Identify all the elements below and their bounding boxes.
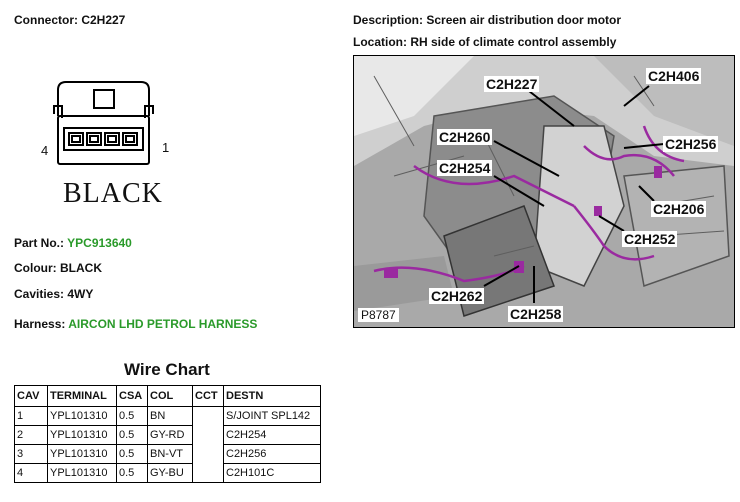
table-row: 1 YPL101310 0.5 BN S/JOINT SPL142 <box>14 406 321 426</box>
header-col: COL <box>147 385 193 407</box>
cell-destn: C2H101C <box>223 463 321 483</box>
location-photo: C2H227 C2H406 C2H260 C2H256 C2H254 C2H20… <box>353 55 735 328</box>
cell-cav: 2 <box>14 425 48 445</box>
cell-cct <box>192 463 224 483</box>
connector-title: Connector: C2H227 <box>14 13 126 27</box>
connector-face-icon <box>53 81 154 165</box>
cell-col: GY-RD <box>147 425 193 445</box>
cell-terminal: YPL101310 <box>47 425 117 445</box>
cell-terminal: YPL101310 <box>47 406 117 426</box>
cell-csa: 0.5 <box>116 463 148 483</box>
engine-bay-illustration <box>354 56 734 327</box>
callout-c2h258: C2H258 <box>508 306 564 322</box>
cell-col: BN <box>147 406 193 426</box>
header-cav: CAV <box>14 385 48 407</box>
cell-cav: 1 <box>14 406 48 426</box>
harness: Harness: AIRCON LHD PETROL HARNESS <box>14 317 257 331</box>
cell-cct <box>192 406 224 426</box>
harness-value: AIRCON LHD PETROL HARNESS <box>68 317 258 331</box>
callout-c2h206: C2H206 <box>651 201 707 217</box>
cell-csa: 0.5 <box>116 425 148 445</box>
part-number-label: Part No.: <box>14 236 65 250</box>
photo-reference: P8787 <box>358 308 399 322</box>
wire-chart-title: Wire Chart <box>124 360 210 379</box>
cell-destn: C2H256 <box>223 444 321 464</box>
cavities-text: Cavities: 4WY <box>14 287 94 301</box>
cell-terminal: YPL101310 <box>47 444 117 464</box>
table-header-row: CAV TERMINAL CSA COL CCT DESTN <box>14 385 321 407</box>
cell-cct <box>192 425 224 445</box>
cell-destn: S/JOINT SPL142 <box>223 406 321 426</box>
cell-col: BN-VT <box>147 444 193 464</box>
cell-destn: C2H254 <box>223 425 321 445</box>
cell-cav: 4 <box>14 463 48 483</box>
location-text: Location: RH side of climate control ass… <box>353 35 617 49</box>
header-terminal: TERMINAL <box>47 385 117 407</box>
colour-text: Colour: BLACK <box>14 261 102 275</box>
table-row: 2 YPL101310 0.5 GY-RD C2H254 <box>14 425 321 445</box>
cell-col: GY-BU <box>147 463 193 483</box>
header-cct: CCT <box>192 385 224 407</box>
wire-chart-table: CAV TERMINAL CSA COL CCT DESTN 1 YPL1013… <box>14 385 321 483</box>
cell-cct <box>192 444 224 464</box>
callout-c2h260: C2H260 <box>437 129 493 145</box>
cell-csa: 0.5 <box>116 406 148 426</box>
table-row: 3 YPL101310 0.5 BN-VT C2H256 <box>14 444 321 464</box>
callout-c2h256: C2H256 <box>663 136 719 152</box>
callout-c2h406: C2H406 <box>646 68 702 84</box>
part-number: Part No.: YPC913640 <box>14 236 132 250</box>
header-destn: DESTN <box>223 385 321 407</box>
pin-1-label: 1 <box>162 140 170 155</box>
harness-label: Harness: <box>14 317 66 331</box>
pin-4-label: 4 <box>41 143 49 158</box>
cell-csa: 0.5 <box>116 444 148 464</box>
callout-c2h262: C2H262 <box>429 288 485 304</box>
connector-color-label: BLACK <box>63 178 163 209</box>
cell-cav: 3 <box>14 444 48 464</box>
table-row: 4 YPL101310 0.5 GY-BU C2H101C <box>14 463 321 483</box>
callout-c2h252: C2H252 <box>622 231 678 247</box>
callout-c2h227: C2H227 <box>484 76 540 92</box>
callout-c2h254: C2H254 <box>437 160 493 176</box>
description-text: Description: Screen air distribution doo… <box>353 13 622 27</box>
header-csa: CSA <box>116 385 148 407</box>
part-number-value: YPC913640 <box>67 236 132 250</box>
cell-terminal: YPL101310 <box>47 463 117 483</box>
